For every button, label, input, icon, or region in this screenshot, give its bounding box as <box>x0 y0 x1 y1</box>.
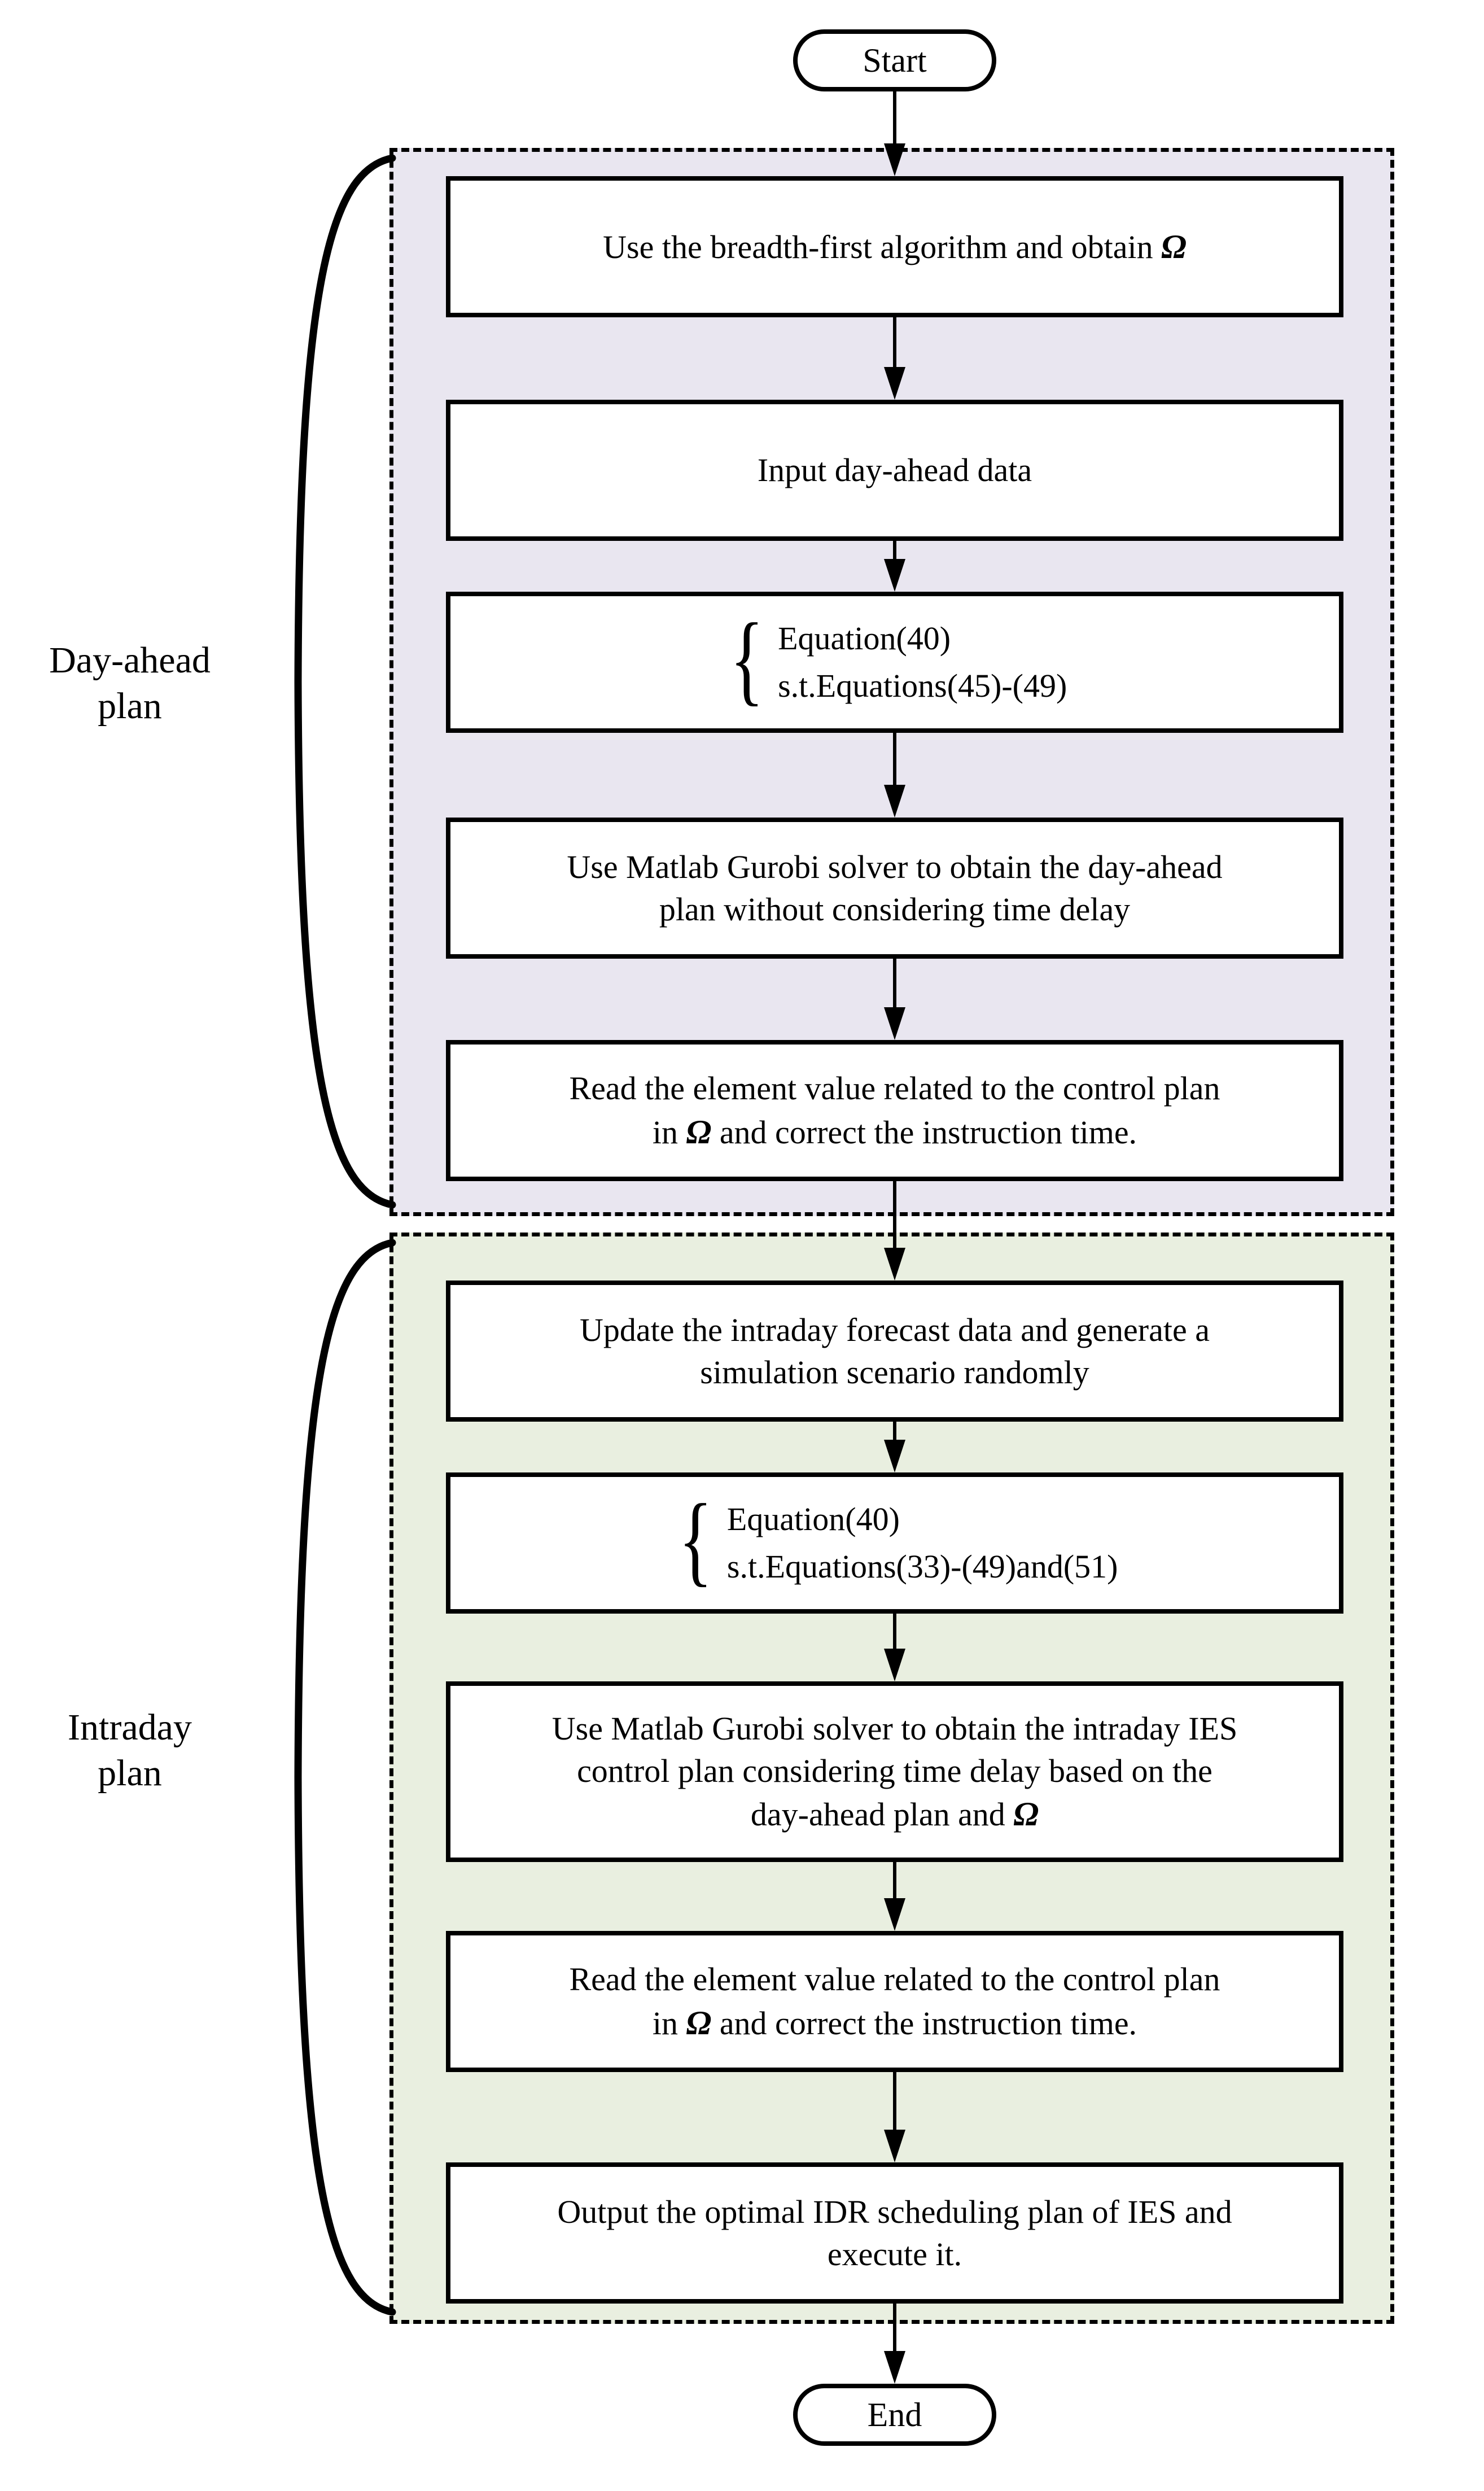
process-breadth-first[interactable]: Use the breadth-first algorithm and obta… <box>446 176 1343 317</box>
process-output-plan[interactable]: Output the optimal IDR scheduling plan o… <box>446 2162 1343 2304</box>
process-read-element-day-ahead-text: Read the element value related to the co… <box>569 1067 1220 1153</box>
process-solver-day-ahead-line2: plan without considering time delay <box>659 891 1131 928</box>
process-read-element-day-ahead-line1: Read the element value related to the co… <box>569 1070 1220 1107</box>
process-breadth-first-text: Use the breadth-first algorithm and obta… <box>603 225 1187 269</box>
process-input-day-ahead-data[interactable]: Input day-ahead data <box>446 400 1343 541</box>
connector-output-to-end <box>884 2304 905 2384</box>
process-solver-day-ahead-text: Use Matlab Gurobi solver to obtain the d… <box>567 846 1222 931</box>
process-read-element-day-ahead-line2: in Ω and correct the instruction time. <box>569 1110 1220 1154</box>
process-equations-day-ahead[interactable]: { Equation(40) s.t.Equations(45)-(49) <box>446 592 1343 733</box>
equation-lines-day-ahead: Equation(40) s.t.Equations(45)-(49) <box>778 615 1067 710</box>
process-solver-intraday-text: Use Matlab Gurobi solver to obtain the i… <box>552 1707 1238 1837</box>
process-output-plan-line2: execute it. <box>827 2236 962 2273</box>
process-read-element-day-ahead[interactable]: Read the element value related to the co… <box>446 1040 1343 1181</box>
process-solver-intraday-line3: day-ahead plan and Ω <box>552 1792 1238 1836</box>
connector-solver-to-read-day-ahead <box>884 959 905 1040</box>
start-label: Start <box>863 41 927 79</box>
process-breadth-first-line1: Use the breadth-first algorithm and obta… <box>603 229 1162 265</box>
curly-brace-icon: { <box>729 602 764 715</box>
process-output-plan-line1: Output the optimal IDR scheduling plan o… <box>557 2193 1232 2230</box>
read-da-suffix: and correct the instruction time. <box>711 1113 1137 1151</box>
connector-solver-to-read-intraday <box>884 1862 905 1931</box>
omega-symbol: Ω <box>1013 1795 1039 1833</box>
read-da-prefix: in <box>652 1113 686 1151</box>
read-id-prefix: in <box>652 2004 686 2042</box>
read-id-suffix: and correct the instruction time. <box>711 2004 1137 2042</box>
connector-breadth-first-to-input <box>884 317 905 400</box>
process-update-forecast-text: Update the intraday forecast data and ge… <box>580 1309 1210 1394</box>
process-solver-intraday[interactable]: Use Matlab Gurobi solver to obtain the i… <box>446 1681 1343 1862</box>
process-read-element-intraday[interactable]: Read the element value related to the co… <box>446 1931 1343 2072</box>
process-read-element-intraday-text: Read the element value related to the co… <box>569 1958 1220 2044</box>
end-label: End <box>867 2396 922 2433</box>
equation-objective-day-ahead: Equation(40) <box>778 619 951 657</box>
day-ahead-plan-label: Day-ahead plan <box>49 640 211 727</box>
process-solver-intraday-line2: control plan considering time delay base… <box>577 1753 1212 1789</box>
equation-constraints-day-ahead: s.t.Equations(45)-(49) <box>778 667 1067 704</box>
intraday-plan-label: Intraday plan <box>68 1707 192 1794</box>
equation-objective-intraday: Equation(40) <box>726 1500 900 1537</box>
process-equations-intraday[interactable]: { Equation(40) s.t.Equations(33)-(49)and… <box>446 1472 1343 1614</box>
equation-group-intraday: { Equation(40) s.t.Equations(33)-(49)and… <box>671 1483 1118 1596</box>
start-terminator[interactable]: Start <box>793 29 996 91</box>
curly-brace-icon: { <box>678 1483 713 1596</box>
process-update-forecast[interactable]: Update the intraday forecast data and ge… <box>446 1281 1343 1422</box>
process-output-plan-text: Output the optimal IDR scheduling plan o… <box>557 2191 1232 2276</box>
omega-symbol: Ω <box>1161 228 1187 265</box>
equation-group-day-ahead: { Equation(40) s.t.Equations(45)-(49) <box>723 602 1067 715</box>
process-read-element-intraday-line2: in Ω and correct the instruction time. <box>569 2001 1220 2045</box>
end-terminator[interactable]: End <box>793 2384 996 2446</box>
process-input-day-ahead-data-text: Input day-ahead data <box>757 452 1032 489</box>
connector-equations-to-solver-intraday <box>884 1614 905 1681</box>
solver-id-prefix: day-ahead plan and <box>750 1796 1014 1833</box>
connector-update-to-equations-intraday <box>884 1422 905 1472</box>
intraday-brace <box>277 1238 401 2317</box>
process-update-forecast-line2: simulation scenario randomly <box>700 1354 1089 1391</box>
connector-day-ahead-to-intraday <box>884 1181 905 1281</box>
process-solver-day-ahead[interactable]: Use Matlab Gurobi solver to obtain the d… <box>446 818 1343 959</box>
connector-equations-to-solver-day-ahead <box>884 733 905 818</box>
day-ahead-brace <box>277 154 401 1209</box>
connector-input-to-equations-day-ahead <box>884 541 905 592</box>
equation-lines-intraday: Equation(40) s.t.Equations(33)-(49)and(5… <box>727 1496 1118 1590</box>
omega-symbol: Ω <box>686 1113 712 1151</box>
process-update-forecast-line1: Update the intraday forecast data and ge… <box>580 1311 1210 1348</box>
process-solver-intraday-line1: Use Matlab Gurobi solver to obtain the i… <box>551 1710 1238 1747</box>
connector-read-to-output-intraday <box>884 2072 905 2162</box>
process-solver-day-ahead-line1: Use Matlab Gurobi solver to obtain the d… <box>567 848 1223 885</box>
equation-constraints-intraday: s.t.Equations(33)-(49)and(51) <box>726 1548 1118 1585</box>
process-read-element-intraday-line1: Read the element value related to the co… <box>569 1961 1220 1998</box>
omega-symbol: Ω <box>686 2004 712 2042</box>
connector-start-to-breadth-first <box>884 91 905 176</box>
